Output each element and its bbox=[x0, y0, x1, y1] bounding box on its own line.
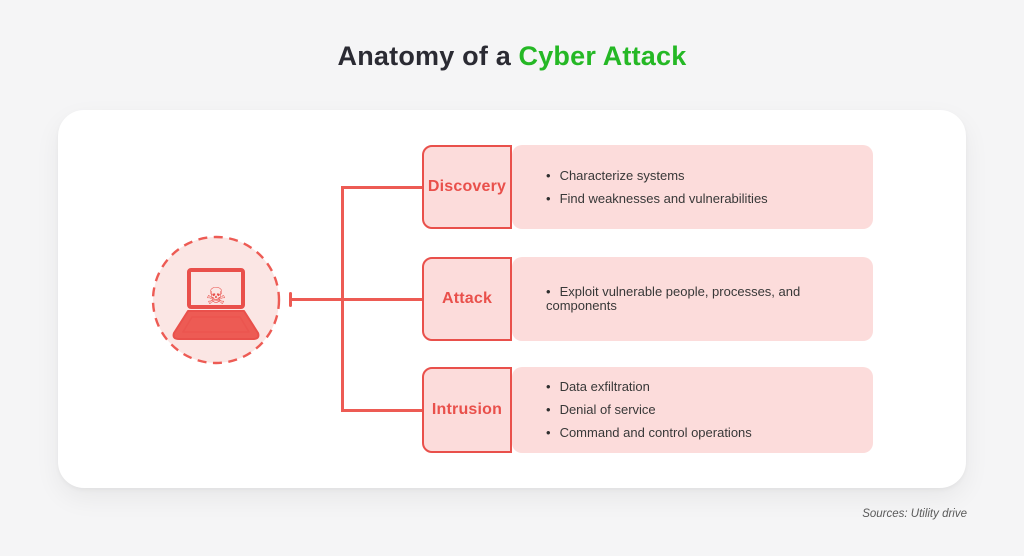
title-prefix: Anatomy of a bbox=[337, 41, 511, 71]
connector-trunk-vertical bbox=[341, 186, 344, 412]
bullet-item: Characterize systems bbox=[546, 168, 859, 183]
step-body-intrusion: Data exfiltration Denial of service Comm… bbox=[512, 367, 873, 453]
source-note: Sources: Utility drive bbox=[862, 508, 967, 520]
bullet-item: Command and control operations bbox=[546, 426, 859, 440]
step-label-attack: Attack bbox=[422, 257, 512, 341]
laptop-base-keyboard-line bbox=[182, 316, 250, 333]
laptop-screen bbox=[187, 268, 245, 309]
connector-branch-intrusion bbox=[341, 409, 424, 412]
connector-trunk-horizontal bbox=[291, 298, 424, 301]
step-label-intrusion: Intrusion bbox=[422, 367, 512, 453]
title-highlight: Cyber Attack bbox=[518, 41, 687, 71]
bullet-list: Characterize systems Find weaknesses and… bbox=[546, 168, 859, 206]
bullet-list: Data exfiltration Denial of service Comm… bbox=[546, 380, 859, 440]
bullet-item: Denial of service bbox=[546, 403, 859, 417]
step-label-discovery: Discovery bbox=[422, 145, 512, 229]
infected-laptop-icon: ☠ bbox=[150, 234, 282, 366]
connector-tick bbox=[289, 292, 292, 307]
step-body-discovery: Characterize systems Find weaknesses and… bbox=[512, 145, 873, 229]
bullet-item: Find weaknesses and vulnerabilities bbox=[546, 191, 859, 206]
skull-crossbones-icon: ☠ bbox=[206, 284, 227, 310]
step-body-attack: Exploit vulnerable people, processes, an… bbox=[512, 257, 873, 341]
laptop-svg: ☠ bbox=[151, 235, 281, 365]
bullet-list: Exploit vulnerable people, processes, an… bbox=[546, 285, 859, 313]
bullet-item: Data exfiltration bbox=[546, 380, 859, 394]
diagram-card: ☠ Discovery Characterize systems Find we… bbox=[58, 110, 966, 488]
bullet-item: Exploit vulnerable people, processes, an… bbox=[546, 285, 859, 313]
connector-branch-discovery bbox=[341, 186, 424, 189]
